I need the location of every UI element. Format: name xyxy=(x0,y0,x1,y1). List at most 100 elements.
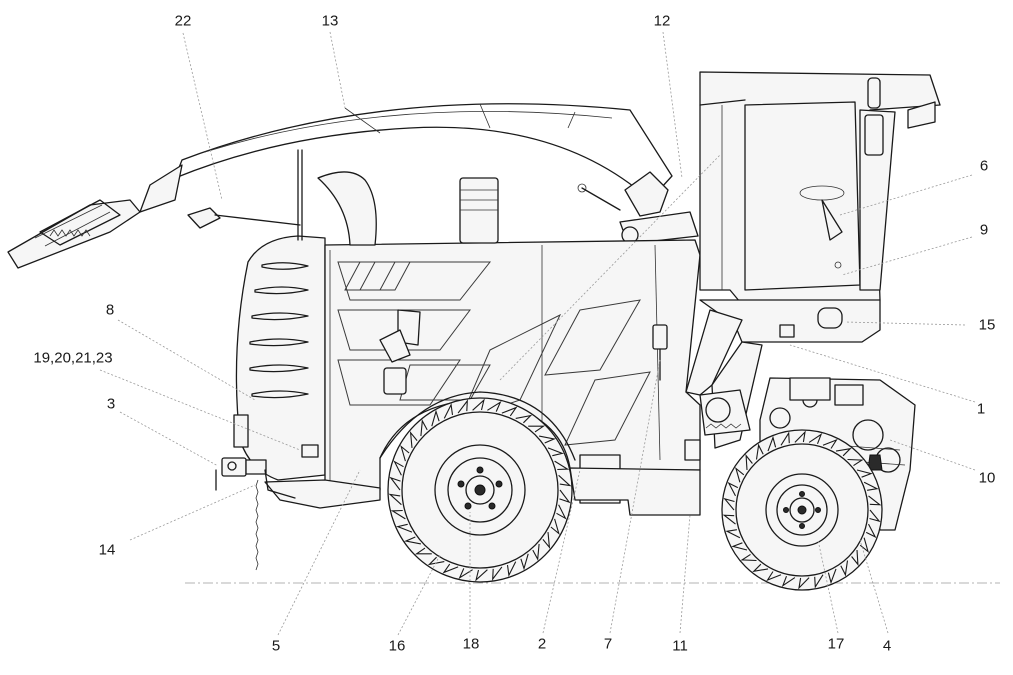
tyre-tread-lug xyxy=(475,569,488,582)
callout-16: 16 xyxy=(388,637,406,655)
tyre-tread-lug xyxy=(863,481,879,491)
tyre-tread-lug xyxy=(869,509,881,523)
tyre-tread-lug xyxy=(840,560,849,577)
callout-8: 8 xyxy=(105,301,115,319)
tyre-tread-lug xyxy=(814,574,824,589)
radiator-louvers xyxy=(249,262,309,399)
callout-6: 6 xyxy=(979,157,989,175)
tyre-tread-lug xyxy=(550,518,560,536)
tyre-tread-lug xyxy=(431,409,440,427)
tyre-tread-lug xyxy=(542,532,551,550)
tyre-tread-lug xyxy=(492,566,503,581)
beacon-light xyxy=(867,77,881,109)
tyre-tread-lug xyxy=(547,447,565,457)
side-mirror xyxy=(864,114,884,156)
tyre-tread-lug xyxy=(443,402,454,419)
callout-22: 22 xyxy=(174,12,192,30)
tyre-tread-lug xyxy=(400,444,410,462)
tyre-tread-lug xyxy=(780,431,790,446)
tyre-tread-lug xyxy=(389,476,401,491)
tyre-tread-lug xyxy=(859,537,869,554)
tyre-tread-lug xyxy=(487,400,502,412)
hood-decal xyxy=(337,261,651,446)
callout-9: 9 xyxy=(979,221,989,239)
tyre-tread-lug xyxy=(781,576,796,588)
tyre-tread-lug xyxy=(532,543,540,561)
callout-10: 10 xyxy=(978,469,996,487)
callout-13: 13 xyxy=(321,12,339,30)
front-wheel xyxy=(387,397,573,583)
tyre-tread-lug xyxy=(794,430,806,443)
callout-3: 3 xyxy=(106,395,116,413)
tyre-tread-lug xyxy=(822,438,838,449)
front-fender xyxy=(379,391,576,461)
callout-15: 15 xyxy=(978,316,996,334)
engine-body xyxy=(187,149,701,516)
tyre-tread-lug xyxy=(442,563,459,574)
tyre-tread-lug xyxy=(472,398,485,411)
light-lamp xyxy=(233,414,249,448)
tyre-tread-lug xyxy=(404,536,422,545)
callout-17: 17 xyxy=(827,635,845,653)
tyre-tread-lug xyxy=(766,571,782,582)
tyre-tread-lug xyxy=(755,443,764,460)
callout-4: 4 xyxy=(882,637,892,655)
tyre-tread-lug xyxy=(501,406,518,417)
tyre-tread-lug xyxy=(409,430,418,448)
tyre-tread-lug xyxy=(390,509,406,520)
tyre-tread-lug xyxy=(520,553,529,571)
callout-14: 14 xyxy=(98,541,116,559)
exhaust-stack xyxy=(459,177,499,244)
tyre-tread-lug xyxy=(745,453,753,471)
tyre-tread-lug xyxy=(847,458,864,467)
tyre-tread-lug xyxy=(393,460,404,476)
discharge-spout xyxy=(7,103,699,269)
tyre-tread-lug xyxy=(559,489,571,504)
callout-11: 11 xyxy=(672,637,688,655)
tyre-tread-lug xyxy=(856,469,873,478)
rear-wheel xyxy=(721,429,883,591)
tyre-tread-lug xyxy=(798,577,810,590)
tyre-tread-lug xyxy=(538,435,556,444)
tyre-tread-lug xyxy=(395,523,413,533)
tyre-tread-lug xyxy=(752,563,769,573)
tyre-tread-lug xyxy=(528,425,546,433)
callout-12: 12 xyxy=(653,12,671,30)
tyre-tread-lug xyxy=(722,514,736,525)
tyre-tread-lug xyxy=(735,466,745,483)
tyre-tread-lug xyxy=(506,561,517,578)
tyre-tread-lug xyxy=(851,549,859,567)
tyre-tread-lug xyxy=(458,568,473,580)
tyre-tread-lug xyxy=(427,556,445,566)
tyre-tread-lug xyxy=(740,553,757,562)
tyre-tread-lug xyxy=(414,547,432,555)
tyre-tread-lug xyxy=(420,419,428,437)
tyre-tread-lug xyxy=(457,399,468,414)
callout-5: 5 xyxy=(271,637,281,655)
tyre-tread-lug xyxy=(727,481,739,497)
tyre-tread-lug xyxy=(835,447,852,457)
tyre-tread-lug xyxy=(515,414,533,424)
tyre-tread-lug xyxy=(868,495,882,506)
tyre-tread-lug xyxy=(767,435,777,452)
tyre-tread-lug xyxy=(556,504,567,520)
tyre-tread-lug xyxy=(865,523,877,539)
callout-1: 1 xyxy=(976,400,986,418)
tyre-tread-lug xyxy=(827,568,837,585)
tyre-tread-lug xyxy=(558,474,572,487)
safety-chain xyxy=(255,479,259,571)
tyre-tread-lug xyxy=(554,460,570,471)
tyre-tread-lug xyxy=(388,493,402,506)
callout-7: 7 xyxy=(603,635,613,653)
tyre-tread-lug xyxy=(731,542,748,551)
callout-18: 18 xyxy=(462,635,480,653)
leader-lines xyxy=(99,31,976,636)
tyre-tread-lug xyxy=(808,432,823,444)
callout-2: 2 xyxy=(537,635,547,653)
tow-hitch xyxy=(215,457,296,571)
tyre-tread-lug xyxy=(725,529,741,539)
tyre-tread-lug xyxy=(723,497,735,511)
callout-19-20-21-23: 19,20,21,23 xyxy=(33,349,113,367)
